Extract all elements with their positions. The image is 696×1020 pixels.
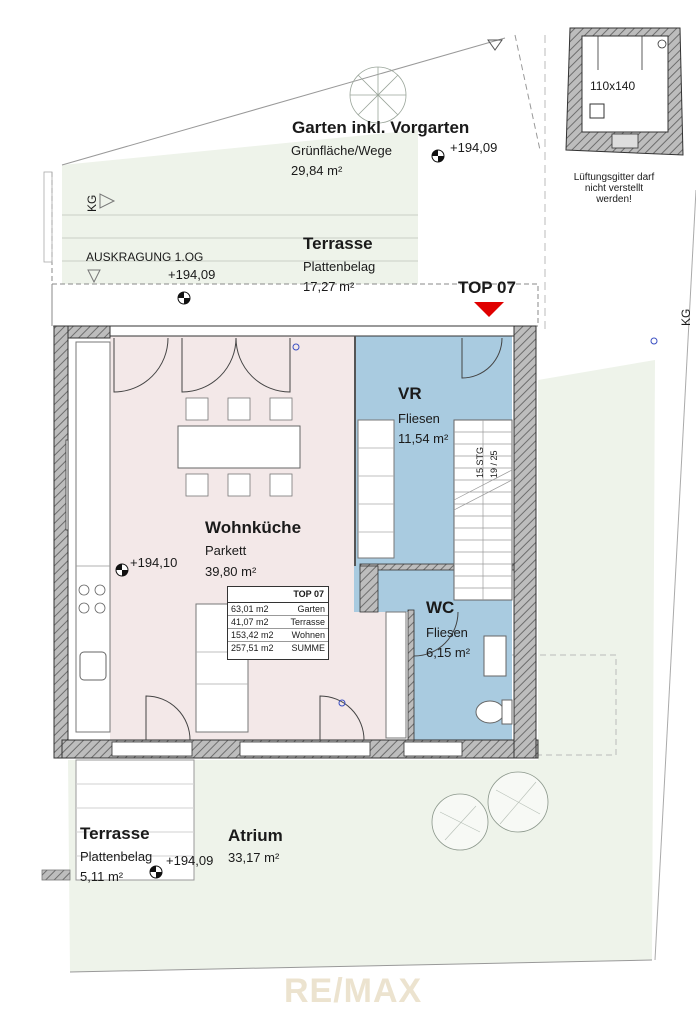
living-surface: Parkett [205, 543, 247, 558]
shaft-size: 110x140 [590, 79, 636, 93]
terrace-top-surface: Plattenbelag [303, 259, 376, 274]
marker-arrow-top [487, 39, 503, 51]
window-openings [65, 439, 463, 757]
watermark-logo: RE/MAX [284, 972, 423, 1010]
shaft-note: Lüftungsgitter darf nicht verstellt werd… [573, 172, 655, 205]
wc-area: 6,15 m² [426, 645, 471, 660]
fence-post-left [43, 171, 53, 263]
door-swings [113, 337, 503, 741]
summary-label: Garten [297, 604, 325, 614]
summary-row: 41,07 m2 Terrasse [228, 616, 328, 629]
terrace-bottom-elevation: +194,09 [166, 853, 214, 868]
shrub-icon [349, 66, 407, 124]
unit-marker-label: TOP 07 [458, 278, 516, 297]
stairs-ratio: 19 / 25 [489, 450, 499, 478]
atrium-boundary [69, 959, 653, 973]
garden-area: 29,84 m² [291, 163, 343, 178]
vr-surface: Fliesen [398, 411, 440, 426]
cooktop-icon [78, 584, 106, 614]
terrace-top-area: 17,27 m² [303, 279, 355, 294]
wc-title: WC [426, 598, 455, 617]
garden-front-area [62, 130, 418, 192]
garden-title: Garten inkl. Vorgarten [292, 118, 470, 137]
summary-value: 63,01 m2 [231, 604, 269, 614]
wardrobe-lines [358, 447, 394, 533]
summary-label: Wohnen [291, 630, 325, 640]
wc-surface: Fliesen [426, 625, 468, 640]
sideboard [385, 611, 407, 739]
vr-area: 11,54 m² [398, 431, 449, 446]
summary-value: 153,42 m2 [231, 630, 274, 640]
summary-title: TOP 07 [228, 587, 328, 603]
summary-label: SUMME [291, 643, 326, 653]
drain-point-icon [650, 337, 658, 345]
summary-label: Terrasse [290, 617, 325, 627]
kitchen-sink-icon [79, 651, 107, 681]
stairs-steps: 15 STG [475, 446, 485, 478]
elevation-marker-icons [115, 149, 445, 879]
terrace-top-elevation: +194,09 [168, 267, 216, 282]
garden-elevation: +194,09 [450, 140, 498, 155]
kg-label-left: KG [85, 194, 99, 212]
living-elevation: +194,10 [130, 555, 178, 570]
interior-wall-wc-left [407, 609, 415, 741]
socket-icon-2 [338, 699, 346, 707]
interior-wall-stub [359, 565, 379, 613]
dining-chairs [185, 397, 293, 497]
paving-lines [62, 214, 418, 262]
overhang-arrow-icon [87, 269, 101, 284]
wc-sink [483, 635, 507, 677]
terrace-bottom-area: 5,11 m² [80, 869, 124, 884]
shaft-fixture-icon [657, 39, 667, 49]
plot-boundary-slope [654, 189, 696, 961]
terrace-bottom-paving [75, 759, 195, 881]
tree-branches [439, 781, 541, 841]
living-title: Wohnküche [205, 518, 302, 537]
stair-steps [453, 420, 513, 600]
atrium-area: 33,17 m² [228, 850, 280, 865]
summary-value: 41,07 m2 [231, 617, 269, 627]
overhang-label: AUSKRAGUNG 1.OG [86, 250, 204, 264]
fence-base [41, 869, 71, 881]
vr-title: VR [398, 384, 422, 403]
unit-marker-triangle [474, 302, 504, 317]
garden-surface: Grünfläche/Wege [291, 143, 392, 158]
summary-row: 63,01 m2 Garten [228, 603, 328, 616]
accessible-icon [589, 103, 605, 119]
ventilation-shaft-inner [581, 35, 669, 133]
wardrobe [357, 419, 395, 559]
terrace-bottom-title: Terrasse [80, 824, 150, 843]
toilet-icon [475, 700, 505, 724]
socket-icon [292, 343, 300, 351]
living-area: 39,80 m² [205, 564, 257, 579]
kg-label-right: KG [679, 308, 693, 326]
summary-row: 153,42 m2 Wohnen [228, 629, 328, 642]
interior-wall-vr [354, 336, 356, 566]
kg-arrow-icon-left [99, 193, 116, 209]
terrace-bottom-surface: Plattenbelag [80, 849, 153, 864]
terrace-bottom-lines [76, 783, 194, 857]
atrium-title: Atrium [228, 826, 283, 845]
wc-entry-floor [378, 566, 414, 612]
garden-boundary-line [61, 37, 506, 166]
toilet-tank [501, 699, 513, 725]
plot-boundary-dashed [514, 34, 541, 151]
terrace-top-title: Terrasse [303, 234, 373, 253]
summary-value: 257,51 m2 [231, 643, 274, 653]
dining-table [177, 425, 301, 469]
shaft-grille [611, 133, 639, 149]
area-summary-table: TOP 07 63,01 m2 Garten 41,07 m2 Terrasse… [227, 586, 329, 660]
summary-row: 257,51 m2 SUMME [228, 642, 328, 654]
